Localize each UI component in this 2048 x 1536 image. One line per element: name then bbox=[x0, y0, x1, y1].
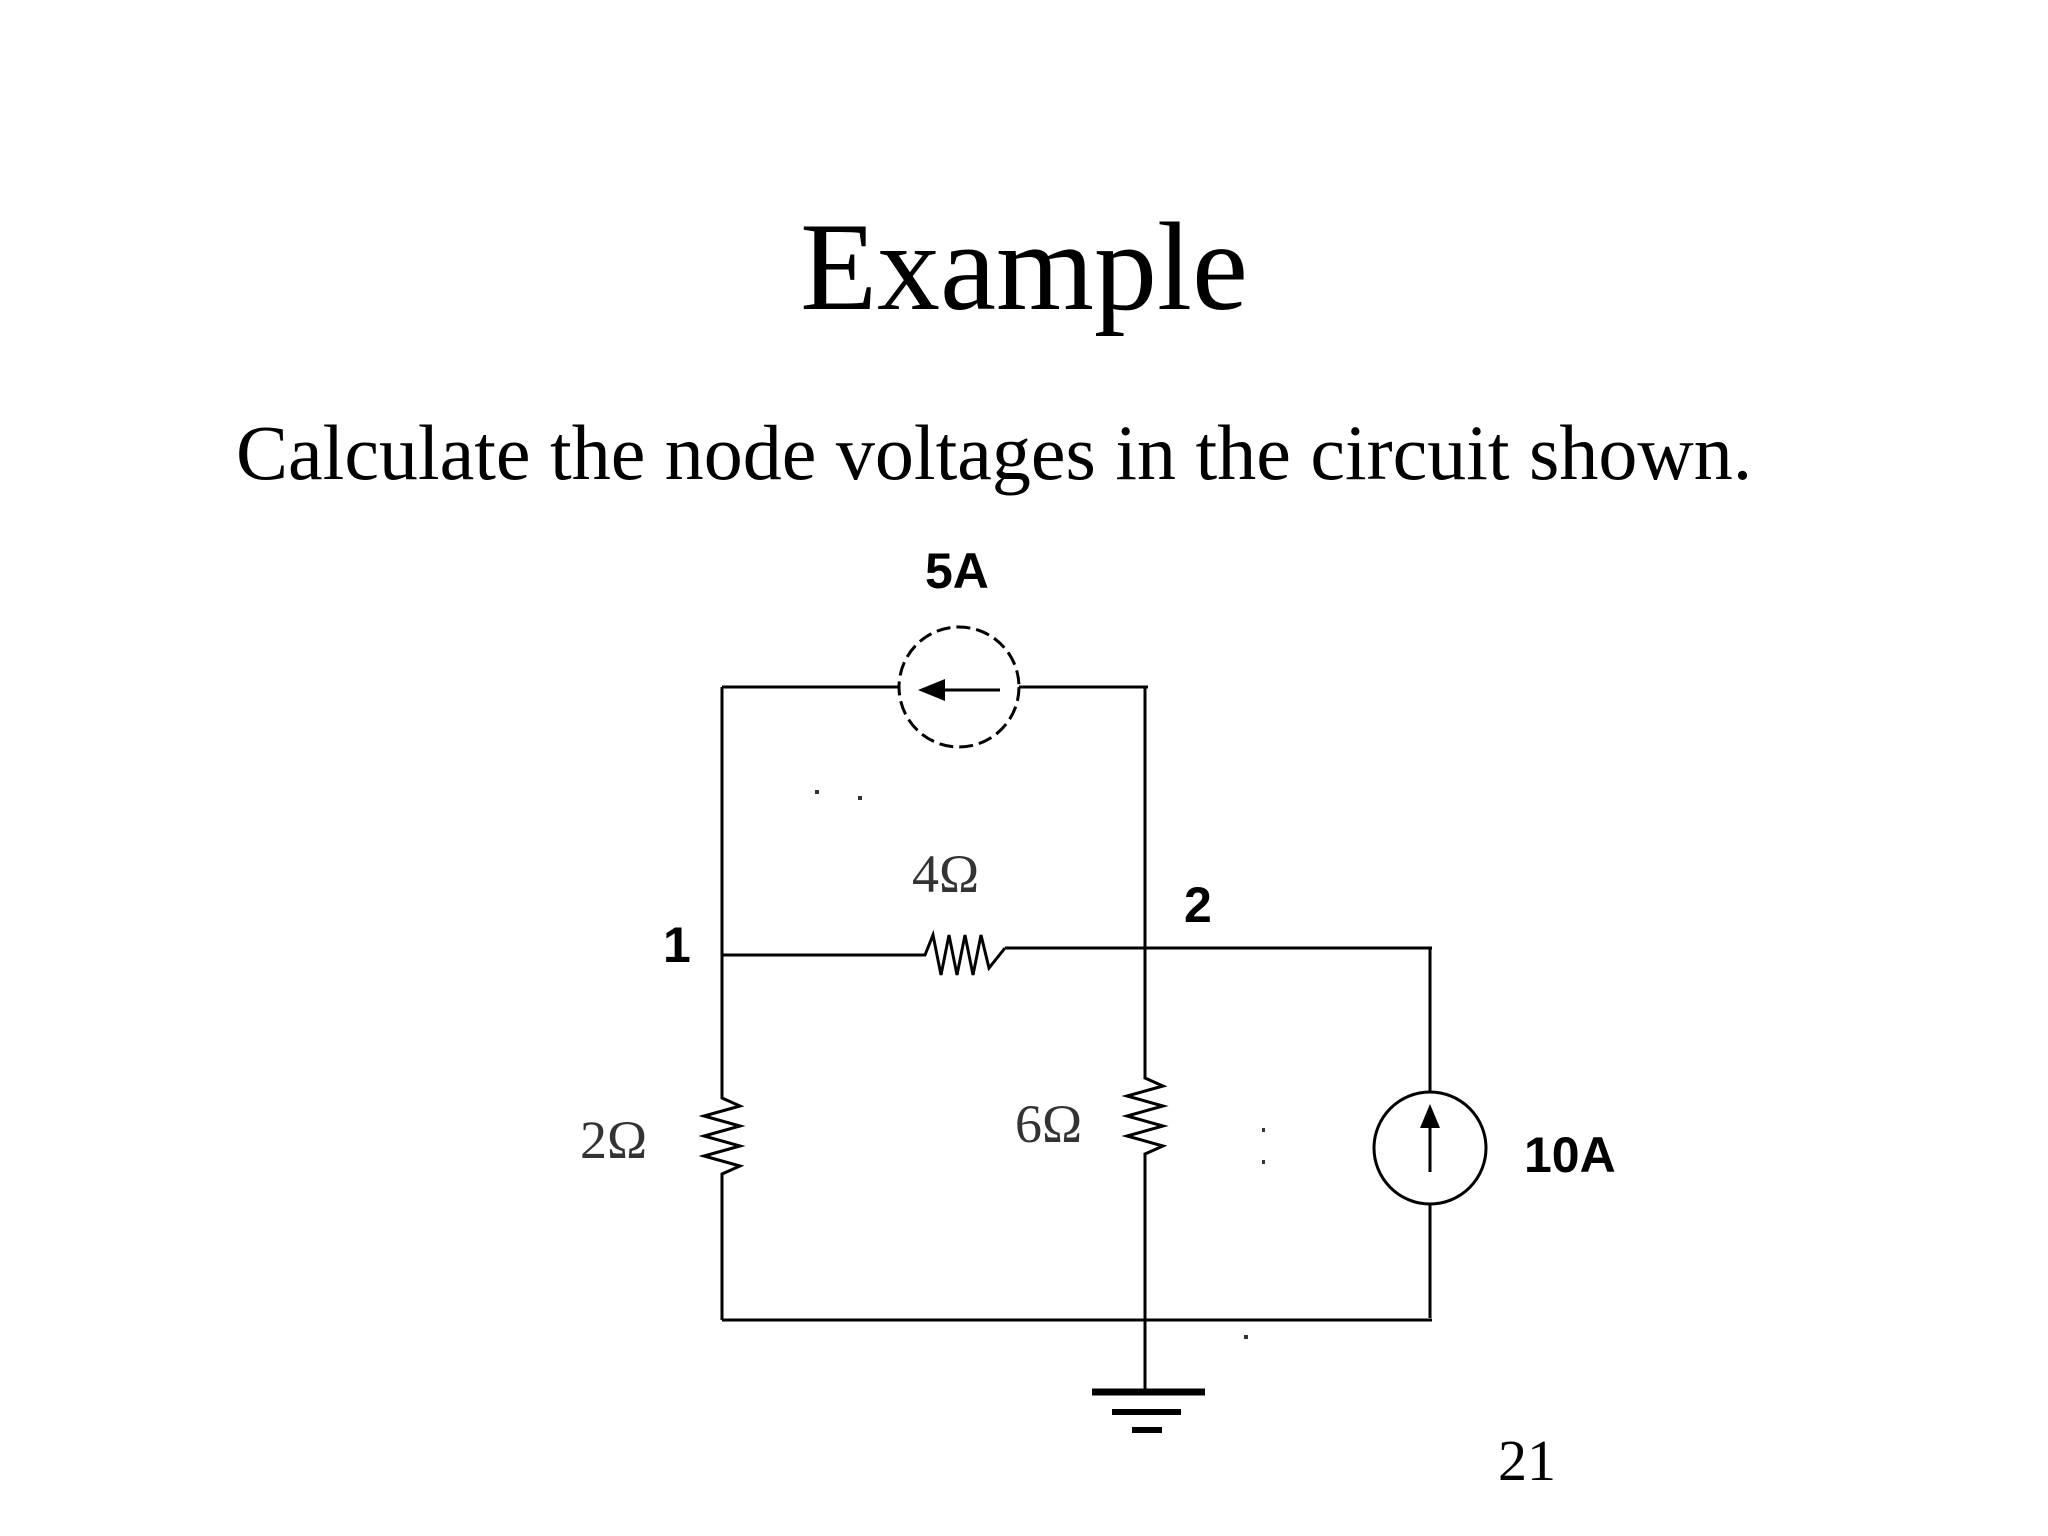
node-2-label: 2 bbox=[1184, 877, 1212, 933]
resistor-4ohm-label: 4Ω bbox=[912, 844, 979, 904]
arrow-up-icon bbox=[1420, 1104, 1440, 1128]
resistor-2ohm-label: 2Ω bbox=[580, 1110, 647, 1170]
top-current-source-label: 5A bbox=[925, 543, 989, 599]
resistor-6ohm-label: 6Ω bbox=[1015, 1094, 1082, 1154]
scan-specks bbox=[815, 790, 1265, 1339]
slide-title: Example bbox=[800, 198, 1248, 337]
resistor-6ohm bbox=[1121, 1070, 1169, 1162]
slide-prompt: Calculate the node voltages in the circu… bbox=[236, 409, 1753, 496]
slide-page-number: 21 bbox=[1498, 1428, 1556, 1493]
resistor-2ohm bbox=[698, 1090, 746, 1180]
node-1-label: 1 bbox=[663, 917, 691, 973]
right-current-source-label: 10A bbox=[1524, 1127, 1616, 1183]
circuit-wires bbox=[720, 685, 1432, 1392]
resistor-4ohm bbox=[905, 929, 1007, 976]
top-current-source bbox=[897, 625, 1021, 749]
arrow-left-icon bbox=[918, 679, 945, 701]
ground-icon bbox=[1092, 1388, 1205, 1433]
right-current-source bbox=[1372, 1090, 1488, 1206]
